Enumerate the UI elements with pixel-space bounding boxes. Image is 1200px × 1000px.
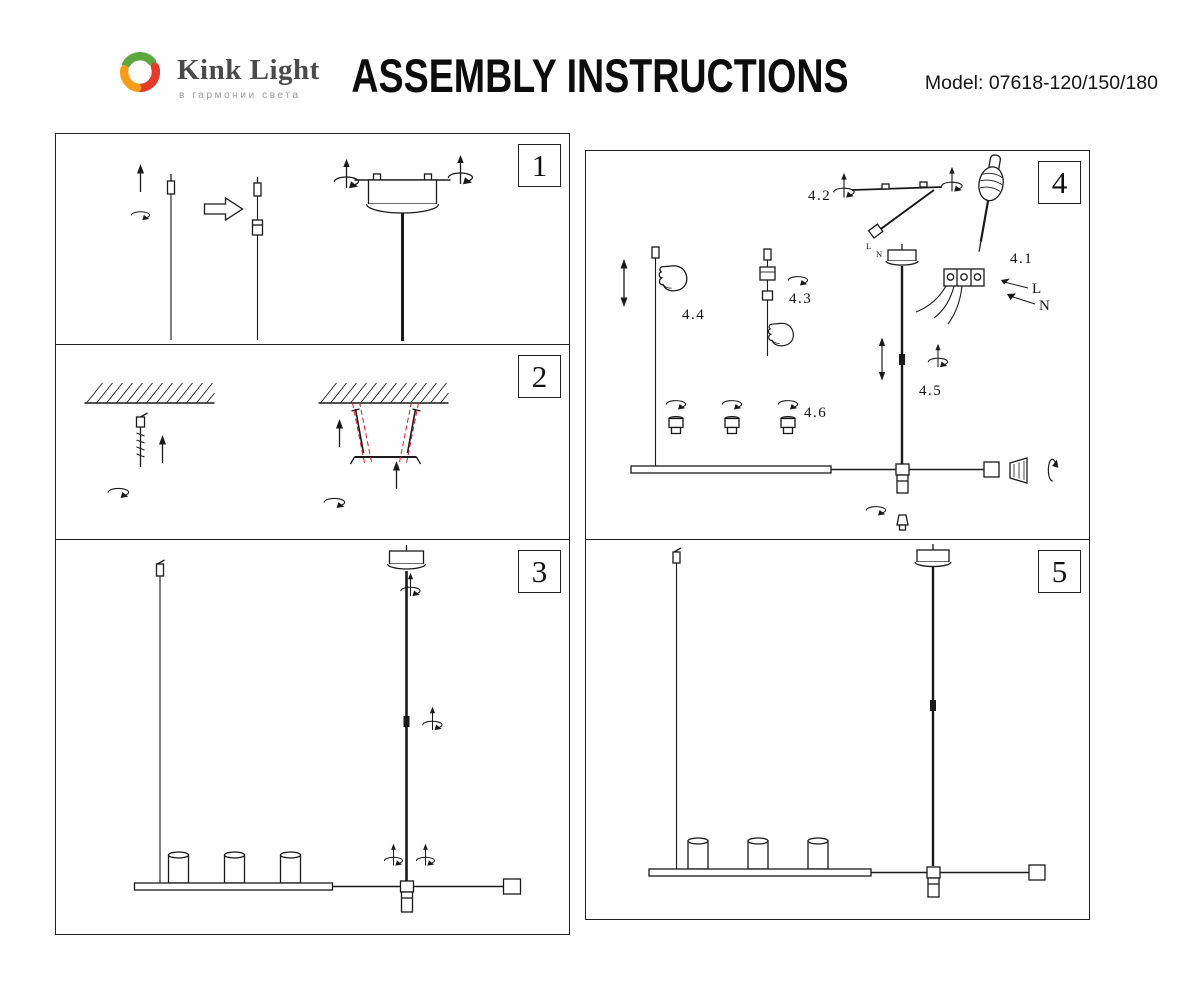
panel-step-5: 5 — [586, 540, 1089, 918]
step-3-drawing — [133, 545, 522, 913]
step-number: 2 — [518, 355, 561, 398]
step-4-drawing: 4.2 L N — [619, 154, 1059, 531]
ceiling-canopy — [334, 155, 472, 341]
panel-step-3: 3 — [56, 540, 569, 933]
screw-guide-lines — [352, 401, 419, 464]
lamp-bar-assembly — [133, 844, 522, 913]
substep-label: 4.1 — [1010, 251, 1033, 267]
substep-label: 4.2 — [808, 188, 831, 204]
mounting-bracket — [349, 408, 422, 465]
suspension-wire — [130, 163, 176, 340]
substep-label: 4.5 — [919, 383, 942, 399]
step-5-drawing — [648, 544, 1046, 898]
ceiling-hatch — [83, 382, 216, 404]
brand-tagline: в гармонии света — [179, 90, 301, 101]
wire-with-coupler — [251, 177, 264, 340]
step-number: 5 — [1038, 550, 1081, 593]
gu10-bulb — [1009, 457, 1028, 484]
substep-label: 4.3 — [789, 291, 812, 307]
lamp-bar-assembly — [648, 837, 1046, 898]
step-number: 1 — [518, 144, 561, 187]
rotate-bulb-icon — [1047, 458, 1059, 482]
rod-and-canopy — [386, 545, 443, 881]
panel-step-1: 1 — [56, 134, 569, 345]
bar-and-bulb — [630, 457, 1059, 531]
direction-arrow-icon — [203, 196, 244, 222]
suspension-wire — [672, 547, 682, 870]
anchor-screw — [135, 412, 148, 467]
step-number: 3 — [518, 550, 561, 593]
rod-and-canopy — [914, 544, 952, 866]
socket-thread-substep: 4.3 — [759, 248, 812, 356]
right-column: 4 4.2 L N — [585, 150, 1090, 920]
bulb-below-junction — [896, 514, 909, 531]
screwdriver-hand — [978, 154, 1004, 252]
suspension-wire — [155, 559, 165, 884]
page-title: ASSEMBLY INSTRUCTIONS — [351, 49, 849, 102]
ceiling-hatch — [317, 382, 450, 404]
brand-logo: Kink Light в гармонии света — [112, 44, 320, 102]
svg-text:N: N — [1039, 298, 1051, 314]
step-2-drawing — [83, 382, 450, 509]
step-1-drawing — [130, 134, 569, 341]
step-number: 4 — [1038, 161, 1081, 204]
substep-label: 4.6 — [804, 405, 827, 421]
svg-text:L: L — [1032, 281, 1043, 297]
brand-name: Kink Light — [177, 54, 320, 86]
terminal-block-substep: 4.1 L N — [915, 251, 1051, 325]
svg-text:N: N — [876, 249, 882, 259]
wire-pull-substep: 4.4 — [619, 246, 705, 466]
sockets-row-substep: 4.6 — [665, 400, 827, 435]
panel-step-4: 4 4.2 L N — [586, 151, 1089, 540]
svg-text:L: L — [866, 241, 871, 251]
kinklight-swirl-icon — [119, 52, 161, 93]
rod-adjust-substep: 4.5 — [878, 244, 948, 468]
left-column: 1 — [55, 133, 570, 935]
substep-label: 4.4 — [682, 307, 705, 323]
panel-step-2: 2 — [56, 345, 569, 540]
bracket-substep: 4.2 L N — [808, 167, 962, 259]
model-number: Model: 07618-120/150/180 — [924, 72, 1158, 94]
